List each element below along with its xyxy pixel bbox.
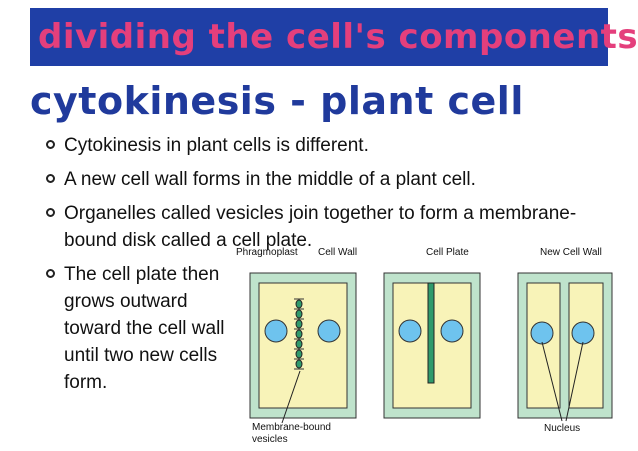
vesicle bbox=[295, 339, 303, 349]
phragmoplast bbox=[294, 298, 304, 370]
nucleus bbox=[398, 319, 422, 343]
nucleus bbox=[440, 319, 464, 343]
label-vesicles-line1: Membrane-bound bbox=[252, 422, 331, 433]
bullet-text: A new cell wall forms in the middle of a… bbox=[64, 169, 476, 190]
bullet-circle-icon bbox=[46, 269, 55, 278]
nucleus bbox=[571, 321, 595, 345]
label-cell-wall: Cell Wall bbox=[318, 247, 357, 258]
bullet-circle-icon bbox=[46, 208, 55, 217]
bullet-item: Organelles called vesicles join together… bbox=[46, 200, 584, 254]
slide-subtitle: cytokinesis - plant cell bbox=[30, 79, 524, 123]
bullet-item: A new cell wall forms in the middle of a… bbox=[46, 166, 626, 193]
cell-interior bbox=[568, 282, 604, 409]
label-vesicles-line2: vesicles bbox=[252, 434, 288, 445]
bullet-text: Organelles called vesicles join together… bbox=[64, 203, 577, 251]
cell-plate-stage bbox=[383, 272, 481, 419]
pointer-line bbox=[281, 370, 301, 424]
bullet-circle-icon bbox=[46, 174, 55, 183]
vesicle bbox=[295, 309, 303, 319]
cell-interior bbox=[526, 282, 561, 409]
cell-plate bbox=[427, 282, 435, 384]
label-nucleus: Nucleus bbox=[544, 423, 580, 434]
vesicle bbox=[295, 359, 303, 369]
bullet-text: The cell plate then grows outward toward… bbox=[64, 264, 225, 393]
vesicle bbox=[295, 299, 303, 309]
cell-interior bbox=[258, 282, 348, 409]
bullet-item: Cytokinesis in plant cells is different. bbox=[46, 132, 626, 159]
pointer-line bbox=[541, 341, 563, 422]
label-phragmoplast: Phragmoplast bbox=[236, 247, 298, 258]
bullet-circle-icon bbox=[46, 140, 55, 149]
bullet-list: Cytokinesis in plant cells is different.… bbox=[46, 132, 626, 403]
nucleus bbox=[317, 319, 341, 343]
pointer-line bbox=[565, 341, 584, 422]
vesicle bbox=[295, 349, 303, 359]
nucleus bbox=[530, 321, 554, 345]
slide-title: dividing the cell's components bbox=[38, 17, 638, 57]
label-cell-plate: Cell Plate bbox=[426, 247, 469, 258]
cell-new-wall-stage bbox=[517, 272, 613, 419]
bullet-text: Cytokinesis in plant cells is different. bbox=[64, 135, 369, 156]
vesicle bbox=[295, 319, 303, 329]
bullet-item: The cell plate then grows outward toward… bbox=[46, 261, 234, 396]
cell-phragmoplast-stage bbox=[249, 272, 357, 419]
vesicle bbox=[295, 329, 303, 339]
label-new-cell-wall: New Cell Wall bbox=[540, 247, 602, 258]
nucleus bbox=[264, 319, 288, 343]
title-banner bbox=[30, 8, 608, 66]
cytokinesis-diagram: Phragmoplast Cell Wall Cell Plate New Ce… bbox=[236, 247, 613, 445]
